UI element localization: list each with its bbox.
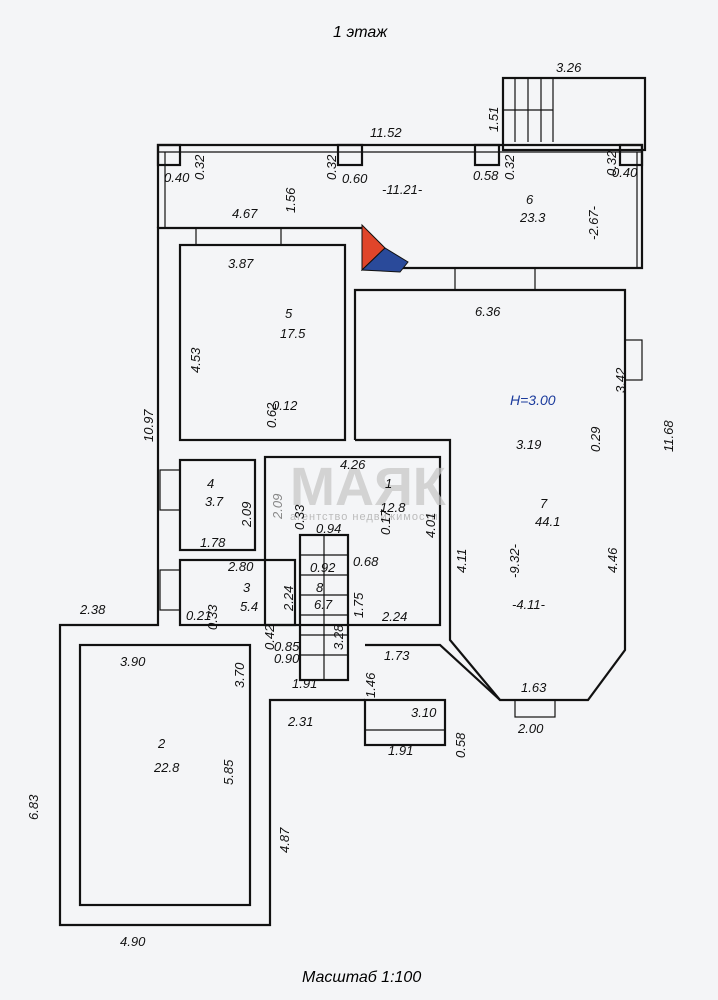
dimension-label: 4.01 bbox=[423, 513, 438, 538]
dimension-label: 2.00 bbox=[517, 721, 544, 736]
dimension-label: 0.29 bbox=[588, 427, 603, 452]
scale-label: Масштаб 1:100 bbox=[302, 969, 421, 986]
dimension-label: 0.92 bbox=[310, 560, 336, 575]
room-area: 22.8 bbox=[153, 760, 180, 775]
dimension-label: -2.67- bbox=[586, 205, 601, 240]
dimension-label: -9.32- bbox=[507, 543, 522, 578]
dimension-label: 2.31 bbox=[287, 714, 313, 729]
dimension-label: 0.60 bbox=[342, 171, 368, 186]
dimension-label: 0.58 bbox=[453, 732, 468, 758]
dimension-label: 4.67 bbox=[232, 206, 258, 221]
dimension-label: 4.87 bbox=[277, 827, 292, 853]
dimension-label: 2.09 bbox=[239, 502, 254, 528]
room-number: 3 bbox=[243, 580, 251, 595]
room-number: 1 bbox=[385, 476, 392, 491]
room-area: 5.4 bbox=[240, 599, 258, 614]
dimension-label: 0.40 bbox=[612, 165, 638, 180]
room-number: 5 bbox=[285, 306, 293, 321]
room-area: 44.1 bbox=[535, 514, 560, 529]
dimension-label: 0.42 bbox=[262, 624, 277, 650]
room-5-outline bbox=[178, 243, 347, 442]
dimension-label: 0.32 bbox=[192, 154, 207, 180]
dimension-label: 0.68 bbox=[353, 554, 379, 569]
room-area: 12.8 bbox=[380, 500, 406, 515]
ceiling-height: H=3.00 bbox=[510, 392, 556, 408]
floor-title: 1 этаж bbox=[333, 24, 388, 41]
porch bbox=[363, 698, 447, 747]
dimension-label: 2.38 bbox=[79, 602, 106, 617]
stair-steps bbox=[503, 78, 554, 142]
dimension-label: 3.10 bbox=[411, 705, 437, 720]
room-number: 2 bbox=[157, 736, 166, 751]
dimension-label: 0.32 bbox=[604, 150, 619, 176]
room-number: 7 bbox=[540, 496, 548, 511]
dimension-label: 4.90 bbox=[120, 934, 146, 949]
dimension-label: 0.40 bbox=[164, 170, 190, 185]
dimension-label: 1.73 bbox=[384, 648, 410, 663]
watermark: МАЯК агентство недвижимости bbox=[290, 457, 447, 523]
dimension-label: 1.78 bbox=[200, 535, 226, 550]
dimension-label: 1.46 bbox=[363, 672, 378, 698]
dimension-label: 0.17 bbox=[378, 509, 393, 535]
dimension-labels: 3.26 11.52 0.40 0.60 0.58 0.40 -11.21- 4… bbox=[79, 60, 638, 949]
dimension-label: 3.87 bbox=[228, 256, 254, 271]
entrance-stairs bbox=[501, 76, 647, 152]
dimension-label: 1.91 bbox=[388, 743, 413, 758]
dimension-label: 6.36 bbox=[475, 304, 501, 319]
room-area: 17.5 bbox=[280, 326, 306, 341]
dimension-label: 4.53 bbox=[188, 347, 203, 373]
label: агентство недвижимости bbox=[290, 511, 439, 523]
room-1-outline bbox=[263, 455, 442, 627]
dimension-label: 1.63 bbox=[521, 680, 547, 695]
dimension-label: 6.83 bbox=[26, 794, 41, 820]
dimension-label: 3.19 bbox=[516, 437, 541, 452]
room-number: 8 bbox=[316, 580, 324, 595]
dimension-label: 3.90 bbox=[120, 654, 146, 669]
room-area: 6.7 bbox=[314, 597, 333, 612]
dimension-label: 4.11 bbox=[454, 549, 469, 573]
dimension-label: -11.21- bbox=[382, 182, 423, 197]
walls bbox=[58, 76, 647, 927]
dimension-label: 4.46 bbox=[605, 547, 620, 573]
compass-icon bbox=[360, 223, 409, 273]
dimension-label: 0.85 bbox=[274, 639, 300, 654]
dimension-label: 3.26 bbox=[556, 60, 582, 75]
dimension-label: 2.09 bbox=[270, 494, 285, 520]
dimension-label: 0.90 bbox=[274, 651, 300, 666]
dimension-label: 2.24 bbox=[381, 609, 407, 624]
dimension-label: -4.11- bbox=[512, 597, 546, 612]
dimension-label: 2.24 bbox=[281, 586, 296, 612]
dimension-label: 0.58 bbox=[473, 168, 499, 183]
dimension-label: 1.91 bbox=[292, 676, 317, 691]
dimension-label: 0.33 bbox=[205, 604, 220, 630]
dimension-label: 3.42 bbox=[613, 367, 628, 393]
dimension-label: 1.51 bbox=[486, 107, 501, 132]
room-area: 23.3 bbox=[519, 210, 546, 225]
dimension-label: 4.26 bbox=[340, 457, 366, 472]
room-number: 4 bbox=[207, 476, 214, 491]
room-number: 6 bbox=[526, 192, 534, 207]
room-area: 3.7 bbox=[205, 494, 224, 509]
dimension-label: 10.97 bbox=[141, 409, 156, 442]
dimension-label: 0.33 bbox=[292, 504, 307, 530]
vertical-dimension-labels: 1.51 0.32 0.32 0.32 0.32 -2.67- 1.56 4.5… bbox=[26, 107, 676, 853]
dimension-label: 0.12 bbox=[272, 398, 298, 413]
dimension-label: 0.32 bbox=[502, 154, 517, 180]
room-2-outline bbox=[78, 643, 252, 907]
dimension-label: 2.80 bbox=[227, 559, 254, 574]
room-labels: 112.8 222.8 35.4 43.7 517.5 623.3 744.1 … bbox=[153, 192, 560, 775]
dimension-label: 0.32 bbox=[324, 154, 339, 180]
dimension-label: 1.56 bbox=[283, 187, 298, 213]
dimension-label: 0.21 bbox=[186, 608, 211, 623]
label: МАЯК bbox=[290, 457, 447, 517]
dimension-label: 11.52 bbox=[370, 125, 402, 140]
dimension-label: 1.75 bbox=[351, 592, 366, 618]
dimension-label: 11.68 bbox=[661, 420, 676, 452]
dimension-label: 3.28 bbox=[331, 624, 346, 650]
dimension-label: 0.62 bbox=[264, 402, 279, 428]
dimension-label: 3.70 bbox=[232, 662, 247, 688]
dimension-label: 0.94 bbox=[316, 521, 341, 536]
dimension-label: 5.85 bbox=[221, 759, 236, 785]
